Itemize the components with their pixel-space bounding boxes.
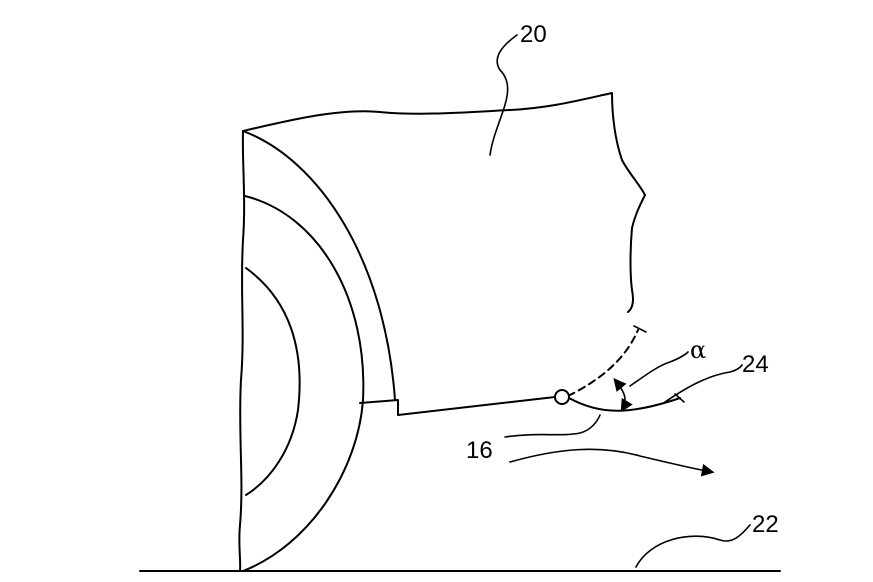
label-alpha: α <box>690 336 706 364</box>
leader-16 <box>505 415 600 437</box>
label-16: 16 <box>466 437 493 464</box>
label-20: 20 <box>520 21 547 48</box>
leader-20 <box>490 35 517 155</box>
fender-outer-arc <box>243 131 395 400</box>
pivot-point <box>555 390 569 404</box>
vehicle-body-outline <box>243 93 645 312</box>
label-24: 24 <box>742 351 769 378</box>
leader-22 <box>636 525 750 567</box>
body-lower-edge <box>360 397 555 415</box>
wheel-inner-arc <box>246 268 300 495</box>
leader-alpha <box>630 352 688 386</box>
tail-dashed-curve <box>568 330 638 396</box>
body-front-edge <box>239 131 244 571</box>
leader-24 <box>665 365 742 402</box>
wheel-outer-arc <box>243 196 363 571</box>
angle-arrow <box>615 380 625 410</box>
airflow-arrow <box>510 449 712 472</box>
tail-dashed-tick <box>634 326 646 332</box>
label-22: 22 <box>752 511 779 538</box>
